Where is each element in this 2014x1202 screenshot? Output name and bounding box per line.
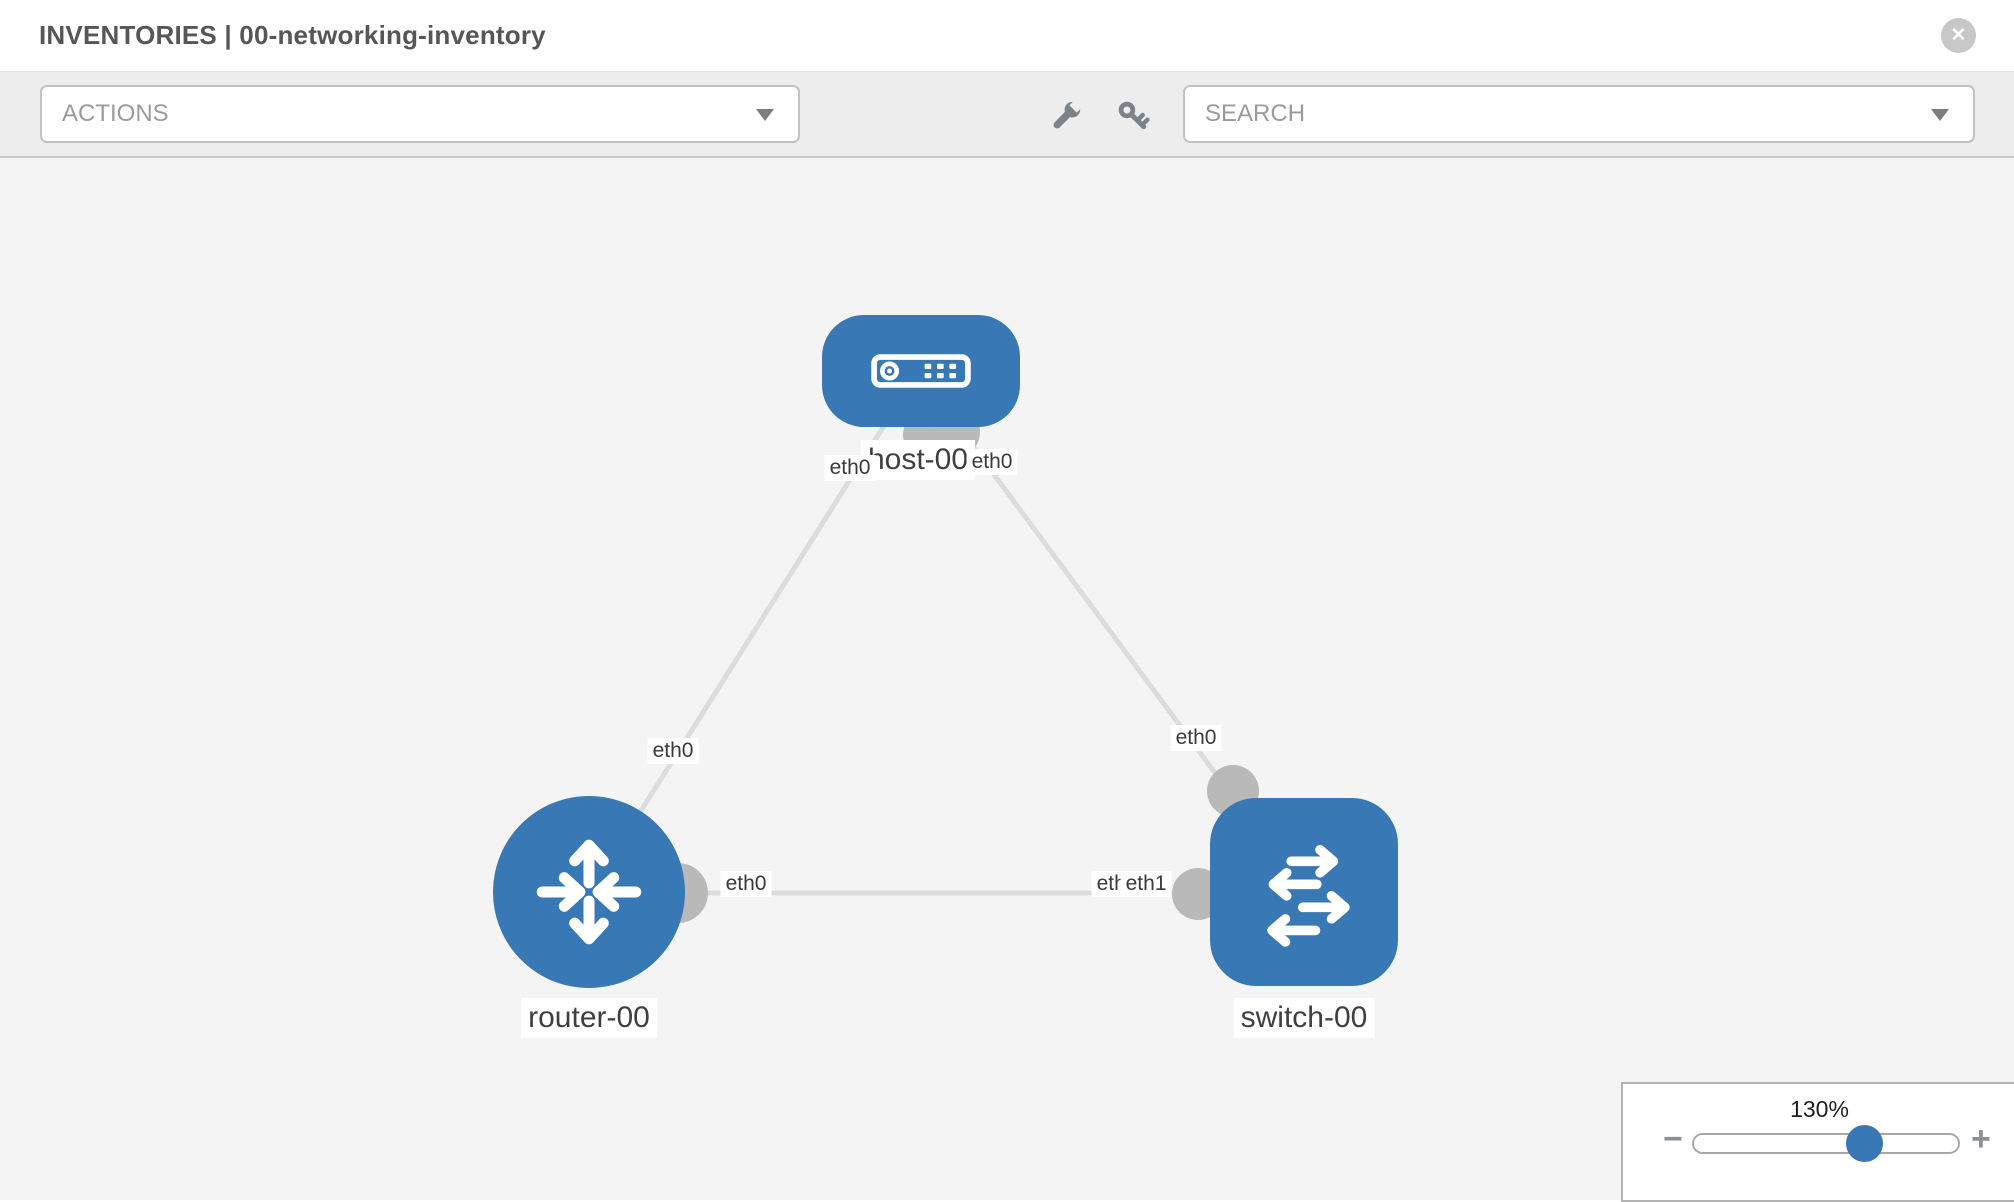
search-dropdown-label: SEARCH <box>1205 100 1306 127</box>
header-bar: INVENTORIES | 00-networking-inventory ✕ <box>0 0 2014 72</box>
port-label-host-eth0-left: eth0 <box>824 455 876 481</box>
zoom-out-button[interactable]: − <box>1663 1120 1683 1158</box>
switch-icon <box>1267 844 1350 947</box>
port-label-switch-eth0-up: eth0 <box>1170 725 1222 751</box>
topology-canvas[interactable]: host-00 router-00 switch-00 eth0 eth0 et… <box>0 158 2014 1200</box>
topology-links-layer <box>586 370 1307 923</box>
node-label-switch: switch-00 <box>1233 998 1375 1038</box>
zoom-in-button[interactable]: + <box>1971 1120 1991 1158</box>
zoom-panel: 130% − + <box>1621 1082 2014 1202</box>
actions-dropdown-label: ACTIONS <box>62 100 169 127</box>
close-icon: ✕ <box>1950 25 1967 46</box>
actions-dropdown[interactable]: ACTIONS <box>40 85 800 143</box>
chevron-down-icon <box>1931 109 1949 121</box>
node-switch-00[interactable] <box>1210 798 1398 986</box>
port-label-router-eth0-up: eth0 <box>647 738 699 764</box>
chevron-down-icon <box>756 109 774 121</box>
page-title: INVENTORIES | 00-networking-inventory <box>39 20 546 50</box>
node-label-router: router-00 <box>521 998 657 1038</box>
wrench-icon[interactable] <box>1047 97 1085 135</box>
port-label-switch-eth1: eth1 <box>1120 871 1172 897</box>
zoom-slider-track[interactable] <box>1692 1133 1960 1154</box>
zoom-level-value: 130% <box>1790 1096 1849 1122</box>
search-dropdown[interactable]: SEARCH <box>1183 85 1975 143</box>
node-label-host: host-00 <box>860 440 976 480</box>
toolbar: ACTIONS SEARCH <box>0 72 2014 158</box>
host-icon <box>871 354 971 388</box>
node-host-00[interactable] <box>822 315 1020 427</box>
router-icon <box>536 839 642 945</box>
port-label-router-eth0: eth0 <box>720 871 772 897</box>
port-label-host-eth0-right: eth0 <box>966 449 1018 475</box>
node-router-00[interactable] <box>493 796 685 988</box>
key-icon[interactable] <box>1114 97 1152 135</box>
close-button[interactable]: ✕ <box>1941 18 1976 53</box>
zoom-slider-thumb[interactable] <box>1846 1125 1883 1162</box>
